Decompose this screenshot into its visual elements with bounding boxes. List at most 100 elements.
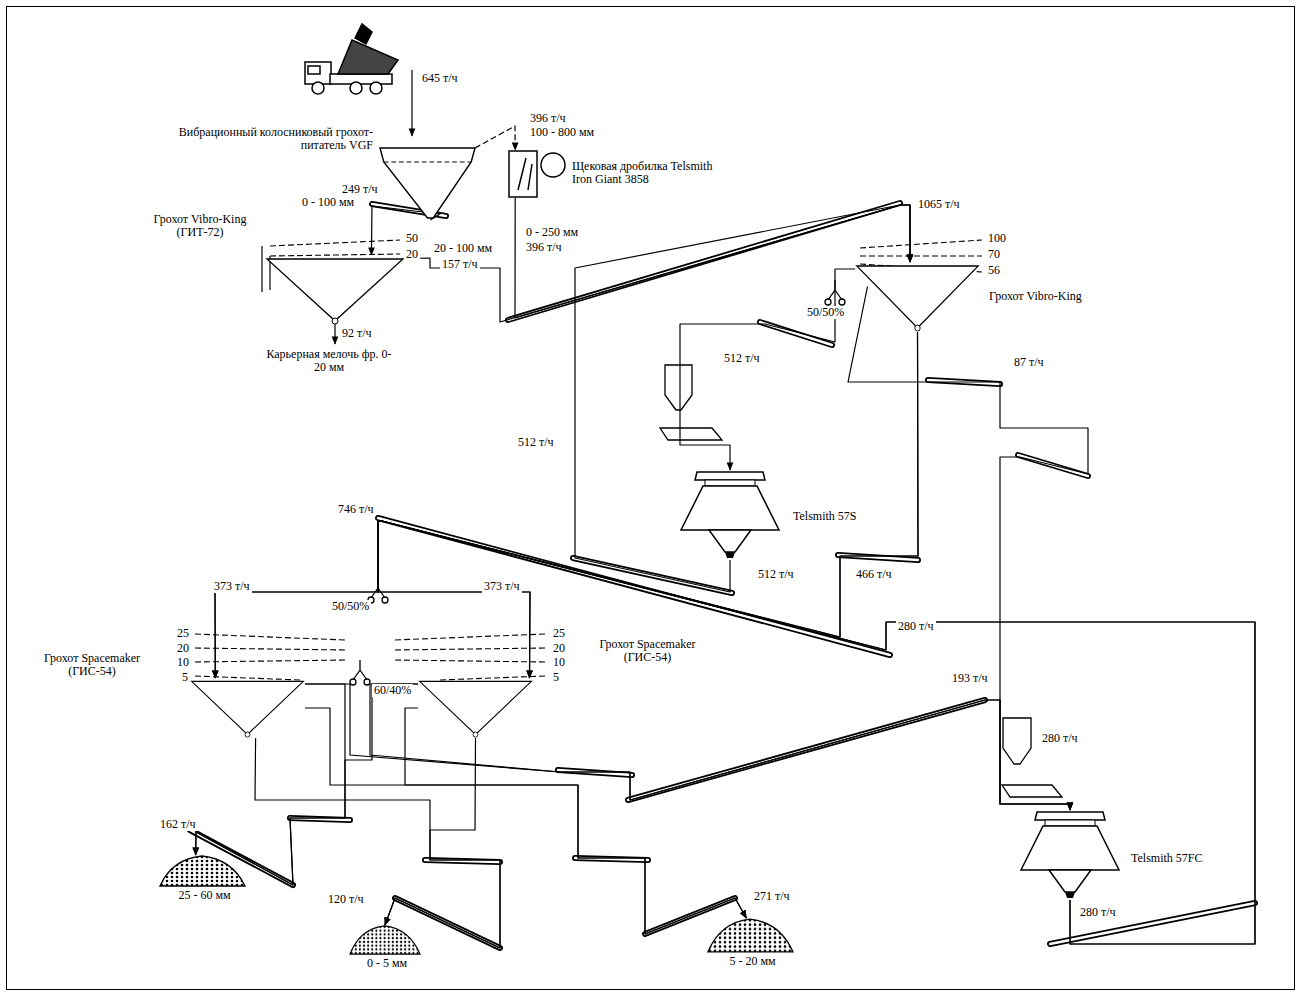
material-flow: [215, 332, 918, 678]
bins-feeders: [660, 365, 1062, 797]
fines-arrow: [334, 324, 335, 344]
equipment-label: Щековая дробилка Telsmith Iron Giant 385…: [570, 160, 724, 186]
equipment-label: Грохот Vibro-King: [987, 290, 1084, 303]
size-label: 25: [175, 627, 191, 640]
screen-side-chute: [262, 246, 270, 292]
equipment-label: 0 - 5 мм: [335, 957, 439, 970]
dump-truck: [305, 24, 398, 94]
size-label: 20: [175, 642, 191, 655]
grizzly-feeder: Вибрационный колосниковый грохот-питател…: [380, 140, 475, 220]
material-flow: [575, 205, 910, 592]
flow-rate: 157 т/ч: [440, 258, 480, 271]
vibrating-screen: Грохот Vibro-King (ГИТ-72): [265, 255, 405, 325]
size-label: 0 - 250 мм: [524, 226, 580, 239]
size-label: 25: [551, 627, 567, 640]
material-flow: [378, 521, 1255, 944]
material-flow: [680, 269, 855, 470]
flow-rate: 373 т/ч: [482, 580, 522, 593]
size-label: 100: [986, 232, 1008, 245]
equipment-outline: [855, 262, 980, 332]
flow-rate: 466 т/ч: [854, 568, 894, 581]
flow-rate: 271 т/ч: [752, 890, 792, 903]
size-label: 50/50%: [330, 600, 371, 613]
flow-rate: 373 т/ч: [212, 580, 252, 593]
jaw-crusher: Щековая дробилка Telsmith Iron Giant 385…: [508, 150, 568, 198]
material-flow: [475, 126, 515, 150]
equipment-outline: [418, 678, 533, 738]
flow-rate: 1065 т/ч: [916, 198, 962, 211]
flow-rate: 512 т/ч: [722, 352, 762, 365]
equipment-outline: [508, 150, 568, 198]
feed-arrow: [411, 70, 412, 136]
conveyor: [1050, 903, 1255, 944]
stockpile: 25 - 60 мм: [160, 855, 245, 887]
material-flow: [255, 738, 500, 948]
size-label: 50: [404, 232, 420, 245]
conveyor: [378, 518, 890, 655]
vibrating-screen: Грохот Spacemaker (ГИС-54): [418, 678, 533, 738]
flow-rate: 193 т/ч: [950, 672, 990, 685]
size-label: 60/40%: [372, 684, 413, 697]
vibrating-screen: Грохот Spacemaker (ГИС-54): [190, 678, 305, 738]
size-label: Карьерная мелочь фр. 0-20 мм: [262, 348, 396, 374]
size-label: 20 - 100 мм: [432, 242, 494, 255]
flow-rate: 746 т/ч: [336, 503, 376, 516]
equipment-label: Telsmith 57FC: [1129, 852, 1205, 865]
material-flow: [385, 738, 500, 948]
flow-rate: 280 т/ч: [896, 620, 936, 633]
flow-splitters: [350, 280, 845, 685]
size-label: 5: [551, 671, 561, 684]
equipment-outline: [160, 855, 245, 887]
equipment-label: Telsmith 57S: [791, 510, 859, 523]
equipment-label: 5 - 20 мм: [698, 955, 807, 968]
size-label: 56: [986, 264, 1002, 277]
cone-crusher: Telsmith 57FC: [1015, 810, 1125, 900]
vibrating-screen: Грохот Vibro-King: [855, 262, 980, 332]
size-label: 10: [551, 656, 567, 669]
equipment-label: 25 - 60 мм: [150, 889, 259, 902]
flow-rate: 120 т/ч: [326, 893, 366, 906]
flow-rate: 280 т/ч: [1078, 906, 1118, 919]
material-flow: [405, 708, 746, 934]
equipment-outline: [380, 140, 475, 220]
material-flow: [378, 332, 918, 678]
material-flow: [305, 708, 746, 934]
equipment-label: Вибрационный колосниковый грохот-питател…: [166, 126, 375, 152]
size-label: 5: [180, 671, 190, 684]
size-label: 10: [175, 656, 191, 669]
conveyor-belts: [190, 203, 1255, 948]
equipment-outline: [1015, 810, 1125, 900]
flow-rate: 396 т/ч: [528, 112, 568, 125]
material-flow: [305, 684, 1070, 810]
flow-rate: 92 т/ч: [340, 327, 374, 340]
flow-rate: 512 т/ч: [756, 568, 796, 581]
material-flow: [196, 684, 345, 885]
flow-rate: 87 т/ч: [1012, 356, 1046, 369]
equipment-outline: [265, 255, 405, 325]
equipment-outline: [190, 678, 305, 738]
stockpile: 0 - 5 мм: [350, 925, 420, 955]
flow-rate: 249 т/ч: [340, 183, 380, 196]
flow-rate: 162 т/ч: [158, 818, 198, 831]
size-label: 0 - 100 мм: [300, 196, 356, 209]
flow-rate: 512 т/ч: [516, 436, 556, 449]
equipment-label: Грохот Spacemaker (ГИС-54): [578, 638, 717, 664]
stockpile: 5 - 20 мм: [708, 918, 793, 953]
size-label: 100 - 800 мм: [528, 126, 596, 139]
equipment-label: Грохот Vibro-King (ГИТ-72): [143, 213, 257, 239]
equipment-outline: [708, 918, 793, 953]
flow-rate: 645 т/ч: [420, 72, 460, 85]
material-flow: [215, 521, 1255, 944]
conveyor: [1050, 903, 1255, 944]
equipment-outline: [675, 470, 785, 560]
equipment-outline: [350, 925, 420, 955]
flow-rate: 396 т/ч: [524, 241, 564, 254]
material-flow: [405, 205, 910, 322]
size-label: 70: [986, 248, 1002, 261]
equipment-label: Грохот Spacemaker (ГИС-54): [34, 652, 150, 678]
material-flow: [848, 287, 1088, 811]
size-label: 20: [404, 248, 420, 261]
conveyor: [378, 518, 890, 655]
cone-crusher: Telsmith 57S: [675, 470, 785, 560]
size-label: 50/50%: [805, 306, 846, 319]
